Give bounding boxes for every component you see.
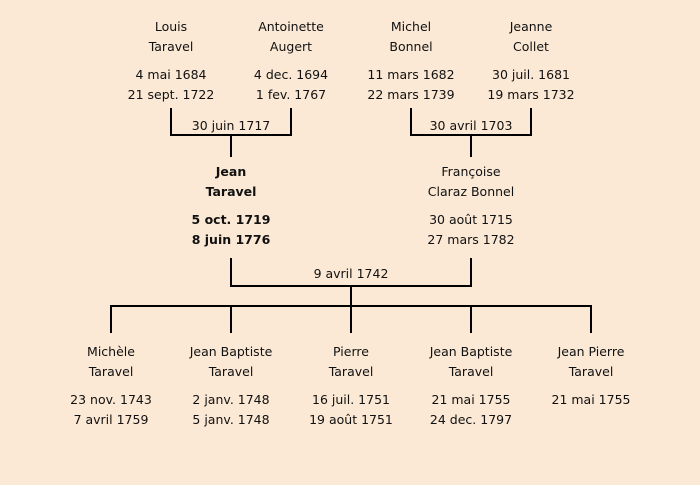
person-death-date: 27 mars 1782	[427, 232, 515, 247]
person-death-date: 7 avril 1759	[73, 412, 149, 427]
person-last-name: Augert	[269, 39, 313, 54]
connector-jean-francoise	[230, 258, 472, 306]
person-first-name: Jeanne	[509, 19, 553, 34]
person-death-date: 1 fev. 1767	[255, 87, 327, 102]
person-first-name: Michel	[390, 19, 432, 34]
person-death-date: 19 août 1751	[309, 412, 393, 427]
person-death-date: 8 juin 1776	[191, 232, 271, 247]
connector-bonnel-collet	[410, 108, 532, 157]
person-birth-date: 11 mars 1682	[367, 67, 455, 82]
person-first-name: Michèle	[87, 344, 135, 359]
person-birth-date: 21 mai 1755	[431, 392, 511, 407]
marriage-date: 9 avril 1742	[313, 266, 389, 281]
person-first-name: Françoise	[441, 164, 501, 179]
connector-taravel-augert	[170, 108, 292, 157]
person-last-name: Taravel	[148, 39, 194, 54]
marriage-date: 30 juin 1717	[191, 118, 271, 133]
person-birth-date: 4 mai 1684	[135, 67, 207, 82]
person-first-name: Jean Pierre	[557, 344, 625, 359]
person-death-date: 22 mars 1739	[367, 87, 455, 102]
person-birth-date: 4 dec. 1694	[253, 67, 329, 82]
person-first-name: Jean Baptiste	[189, 344, 273, 359]
person-birth-date: 30 juil. 1681	[492, 67, 570, 82]
person-last-name: Taravel	[328, 364, 374, 379]
person-death-date: 24 dec. 1797	[429, 412, 513, 427]
person-first-name: Pierre	[333, 344, 369, 359]
person-first-name: Jean	[215, 164, 247, 179]
marriage-date: 30 avril 1703	[429, 118, 513, 133]
person-death-date: 21 sept. 1722	[127, 87, 215, 102]
person-last-name: Taravel	[448, 364, 494, 379]
person-death-date: 19 mars 1732	[487, 87, 575, 102]
person-birth-date: 21 mai 1755	[551, 392, 631, 407]
person-birth-date: 2 janv. 1748	[192, 392, 270, 407]
connector-children	[110, 305, 592, 333]
person-birth-date: 5 oct. 1719	[191, 212, 271, 227]
person-last-name: Taravel	[568, 364, 614, 379]
person-last-name: Claraz Bonnel	[427, 184, 515, 199]
person-first-name: Louis	[154, 19, 188, 34]
person-last-name: Taravel	[205, 184, 257, 199]
person-birth-date: 30 août 1715	[429, 212, 513, 227]
person-first-name: Antoinette	[258, 19, 324, 34]
person-birth-date: 23 nov. 1743	[70, 392, 152, 407]
person-last-name: Taravel	[208, 364, 254, 379]
person-last-name: Bonnel	[389, 39, 433, 54]
person-first-name: Jean Baptiste	[429, 344, 513, 359]
person-last-name: Taravel	[88, 364, 134, 379]
person-death-date: 5 janv. 1748	[192, 412, 270, 427]
person-birth-date: 16 juil. 1751	[312, 392, 390, 407]
person-last-name: Collet	[513, 39, 549, 54]
